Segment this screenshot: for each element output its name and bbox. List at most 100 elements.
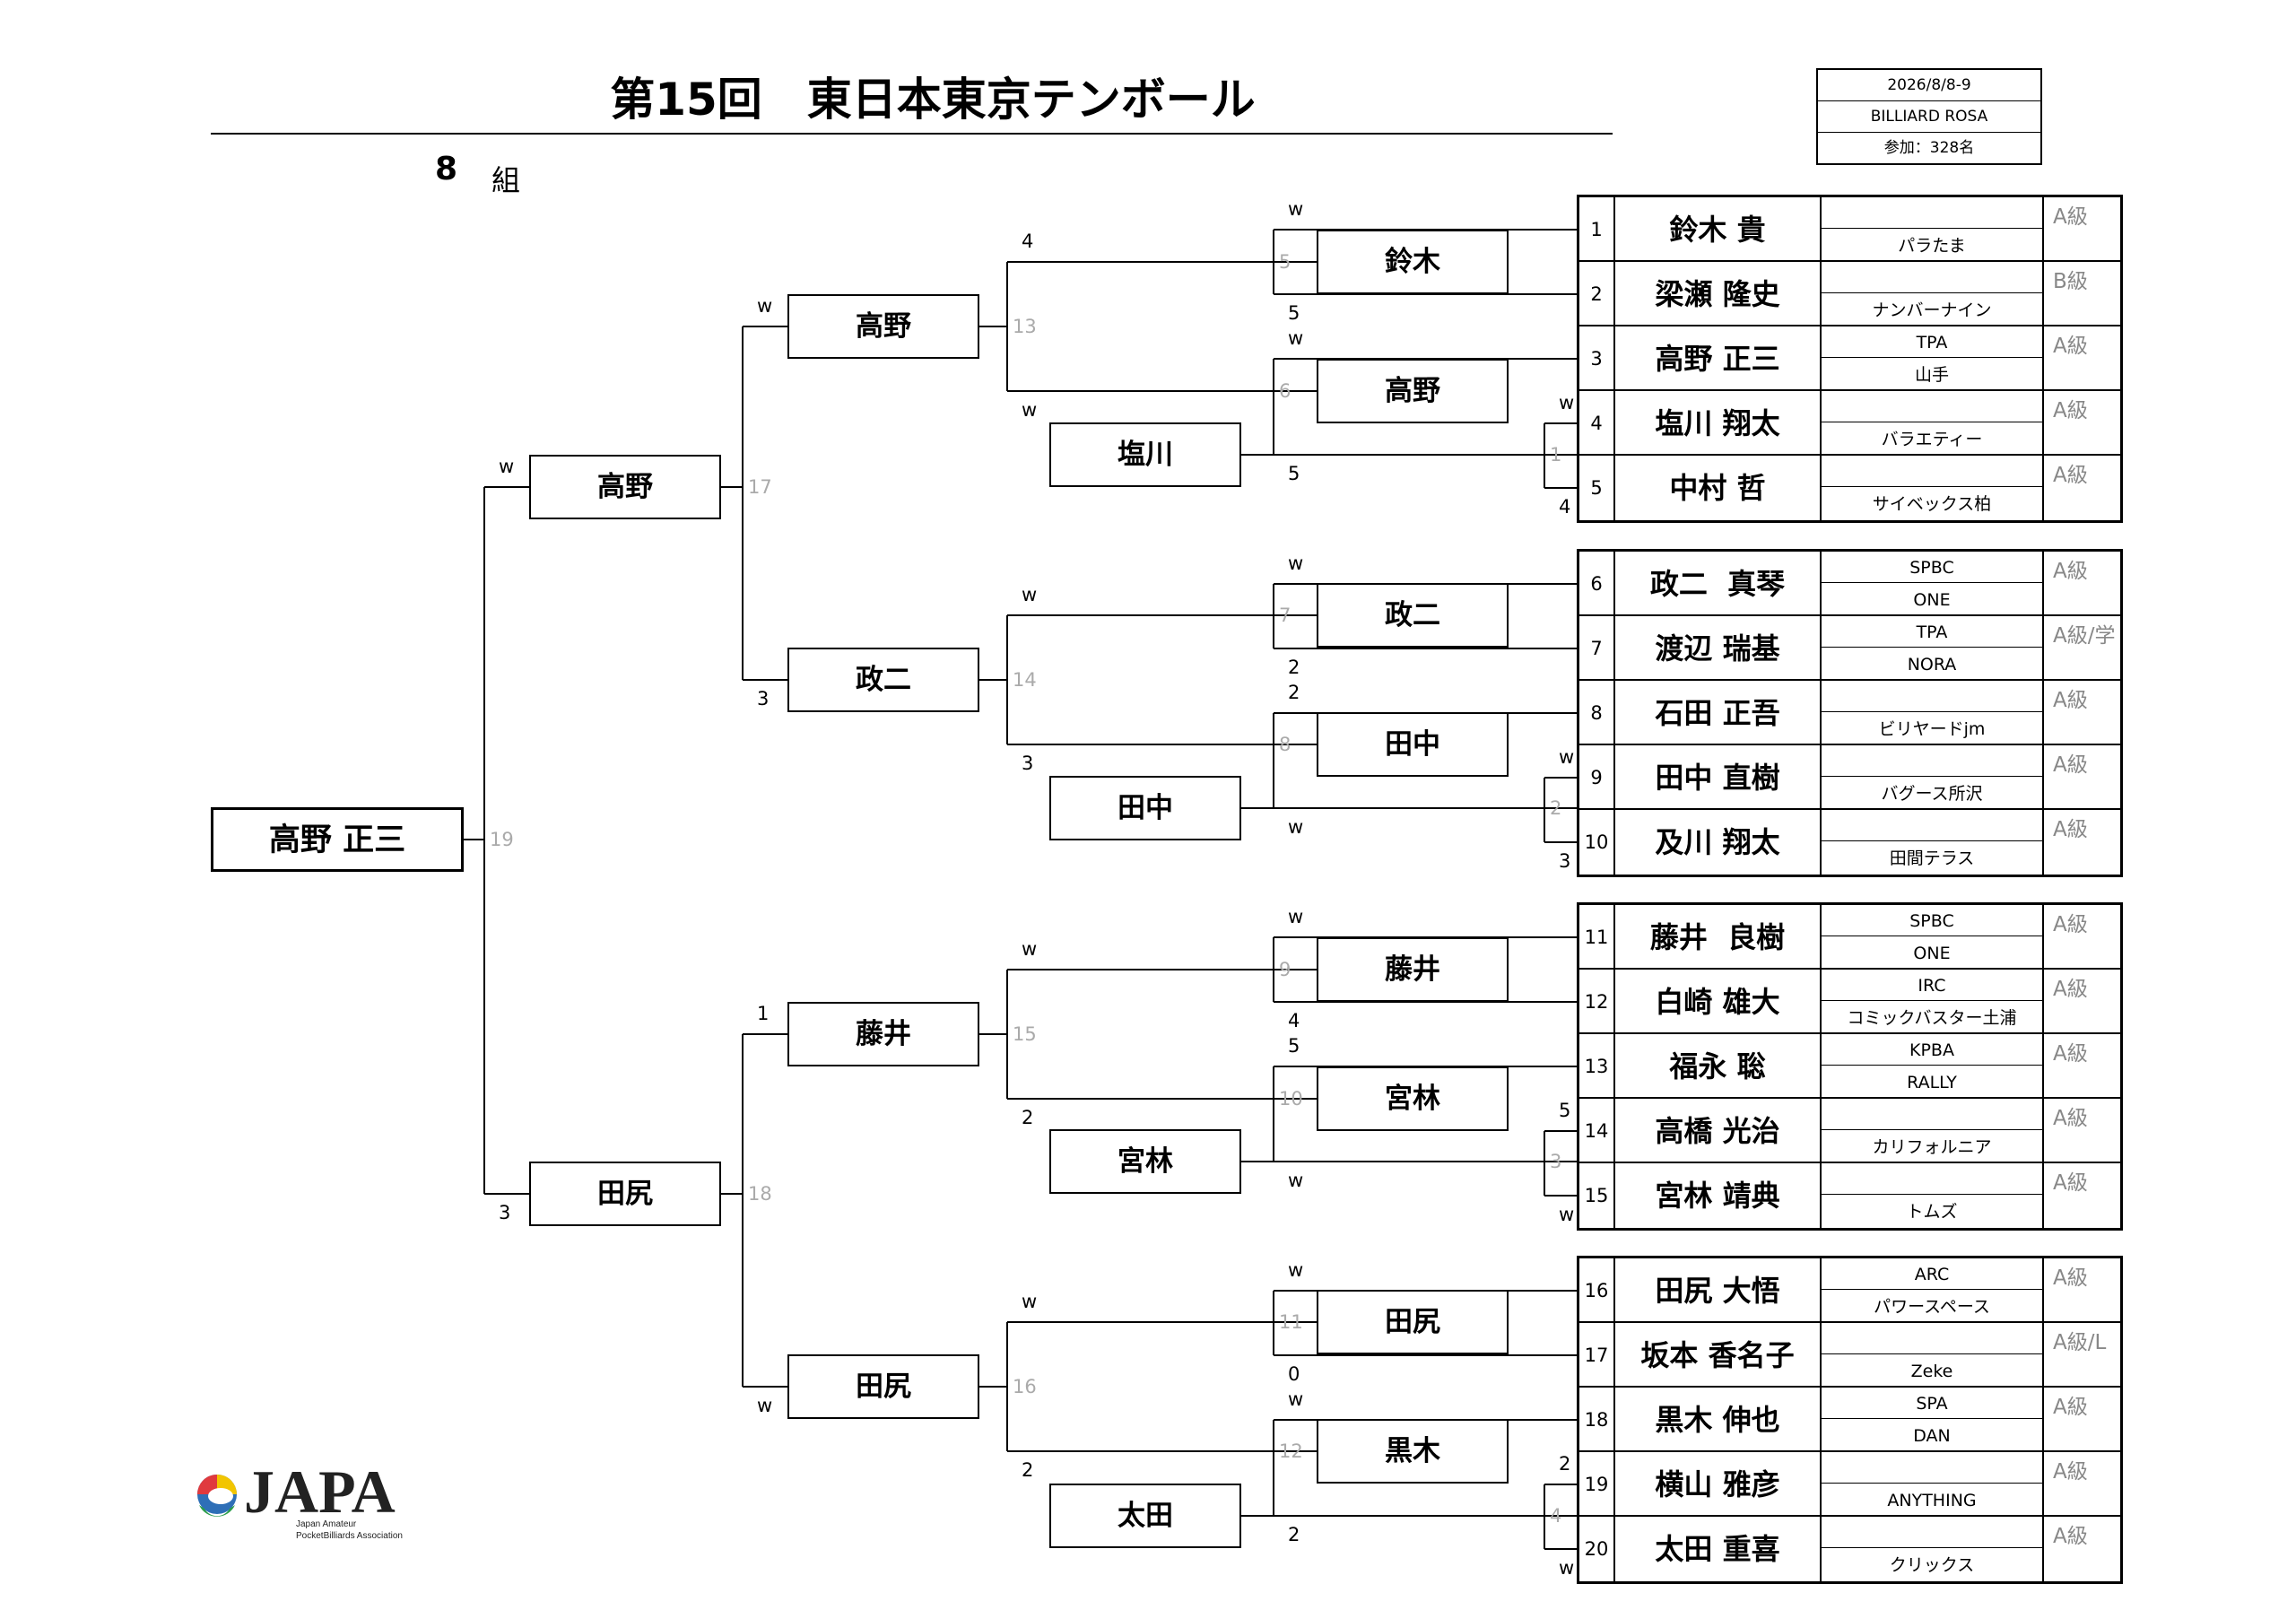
player-home-club: コミックバスター土浦 — [1847, 1008, 2017, 1028]
score-top: w — [1288, 1388, 1304, 1410]
match-winner-box: 藤井 — [787, 1002, 979, 1066]
player-name: 高野 正三 — [1615, 326, 1822, 391]
player-association — [1822, 745, 2042, 777]
player-association: KPBA — [1822, 1034, 2042, 1066]
player-association: TPA — [1822, 326, 2042, 358]
player-home-club: クリックス — [1889, 1555, 1975, 1575]
score-top: 2 — [1559, 1453, 1571, 1475]
player-association — [1822, 1517, 2042, 1548]
player-class: A級/学 — [2053, 624, 2116, 648]
group-label: 組 — [491, 163, 521, 197]
player-number: 12 — [1579, 970, 1615, 1034]
event-venue: BILLIARD ROSA — [1818, 101, 2040, 133]
svg-text:JAPA: JAPA — [244, 1460, 396, 1526]
player-home-club: カリフォルニア — [1872, 1137, 1992, 1157]
player-home-club: パワースペース — [1874, 1297, 1990, 1317]
player-home-club: RALLY — [1907, 1073, 1957, 1092]
score-top: 2 — [1288, 682, 1300, 703]
player-association: IRC — [1822, 970, 2042, 1001]
match-number: 15 — [1013, 1023, 1037, 1045]
tournament-title: 第15回 東日本東京テンボール — [610, 74, 1256, 126]
player-class: A級 — [2053, 913, 2088, 936]
player-association — [1822, 810, 2042, 841]
player-name: 田中 直樹 — [1615, 745, 1822, 810]
player-number: 18 — [1579, 1388, 1615, 1452]
player-number: 9 — [1579, 745, 1615, 810]
score-bottom: w — [1288, 1170, 1304, 1191]
player-club: ナンバーナイン — [1822, 262, 2044, 326]
score-top: 1 — [757, 1003, 770, 1024]
player-number: 16 — [1579, 1258, 1615, 1323]
match-winner-box: 田尻 — [529, 1162, 721, 1226]
player-number: 14 — [1579, 1099, 1615, 1163]
player-number: 8 — [1579, 681, 1615, 745]
score-bottom: 3 — [499, 1202, 511, 1223]
player-number: 19 — [1579, 1452, 1615, 1517]
player-number: 1 — [1579, 197, 1615, 262]
score-top: w — [1288, 327, 1304, 349]
player-home-club: 田間テラス — [1889, 849, 1975, 868]
player-name: 白崎 雄大 — [1615, 970, 1822, 1034]
player-name: 渡辺 瑞基 — [1615, 616, 1822, 681]
player-class: A級/L — [2053, 1331, 2107, 1354]
title-underline — [211, 133, 1613, 135]
score-bottom: 3 — [757, 688, 770, 709]
player-class: A級 — [2053, 1042, 2088, 1066]
player-name: 田尻 大悟 — [1615, 1258, 1822, 1323]
match-winner-box: 政二 — [1317, 583, 1509, 648]
match-number: 13 — [1013, 316, 1037, 337]
player-club: バグース所沢 — [1822, 745, 2044, 810]
player-class: A級 — [2053, 978, 2088, 1001]
player-number: 13 — [1579, 1034, 1615, 1099]
event-participants: 参加：328名 — [1883, 139, 1975, 157]
player-class: A級 — [2053, 1266, 2088, 1290]
player-class: A級 — [2053, 560, 2088, 583]
match-number: 14 — [1013, 669, 1037, 691]
player-home-club: ONE — [1913, 590, 1951, 610]
match-number: 16 — [1013, 1376, 1037, 1397]
score-top: 4 — [1022, 231, 1034, 252]
match-winner-box: 政二 — [787, 648, 979, 712]
player-class: A級 — [2053, 1396, 2088, 1419]
player-class: A級 — [2053, 818, 2088, 841]
score-top: 5 — [1559, 1100, 1571, 1121]
player-name: 宮林 靖典 — [1615, 1163, 1822, 1228]
group-number: 8 — [435, 151, 458, 187]
player-name: 横山 雅彦 — [1615, 1452, 1822, 1517]
player-class: A級 — [2053, 1525, 2088, 1548]
match-winner-box: 黒木 — [1317, 1419, 1509, 1484]
score-bottom: 2 — [1288, 657, 1300, 678]
match-number: 10 — [1279, 1088, 1303, 1110]
match-winner-box: 高野 — [529, 455, 721, 519]
player-club: カリフォルニア — [1822, 1099, 2044, 1163]
player-name: 政二 真琴 — [1615, 552, 1822, 616]
score-bottom: 2 — [1022, 1107, 1034, 1128]
match-winner-box: 高野 — [787, 294, 979, 359]
score-bottom: w — [1559, 1204, 1575, 1225]
match-winner-box: 田尻 — [1317, 1290, 1509, 1354]
japa-logo: JAPA Japan Amateur PocketBilliards Assoc… — [190, 1458, 450, 1550]
score-bottom: 0 — [1288, 1363, 1300, 1385]
match-number: 2 — [1550, 797, 1562, 819]
score-bottom: w — [1288, 816, 1304, 838]
player-class: A級 — [2053, 335, 2088, 358]
match-number: 7 — [1279, 605, 1292, 626]
